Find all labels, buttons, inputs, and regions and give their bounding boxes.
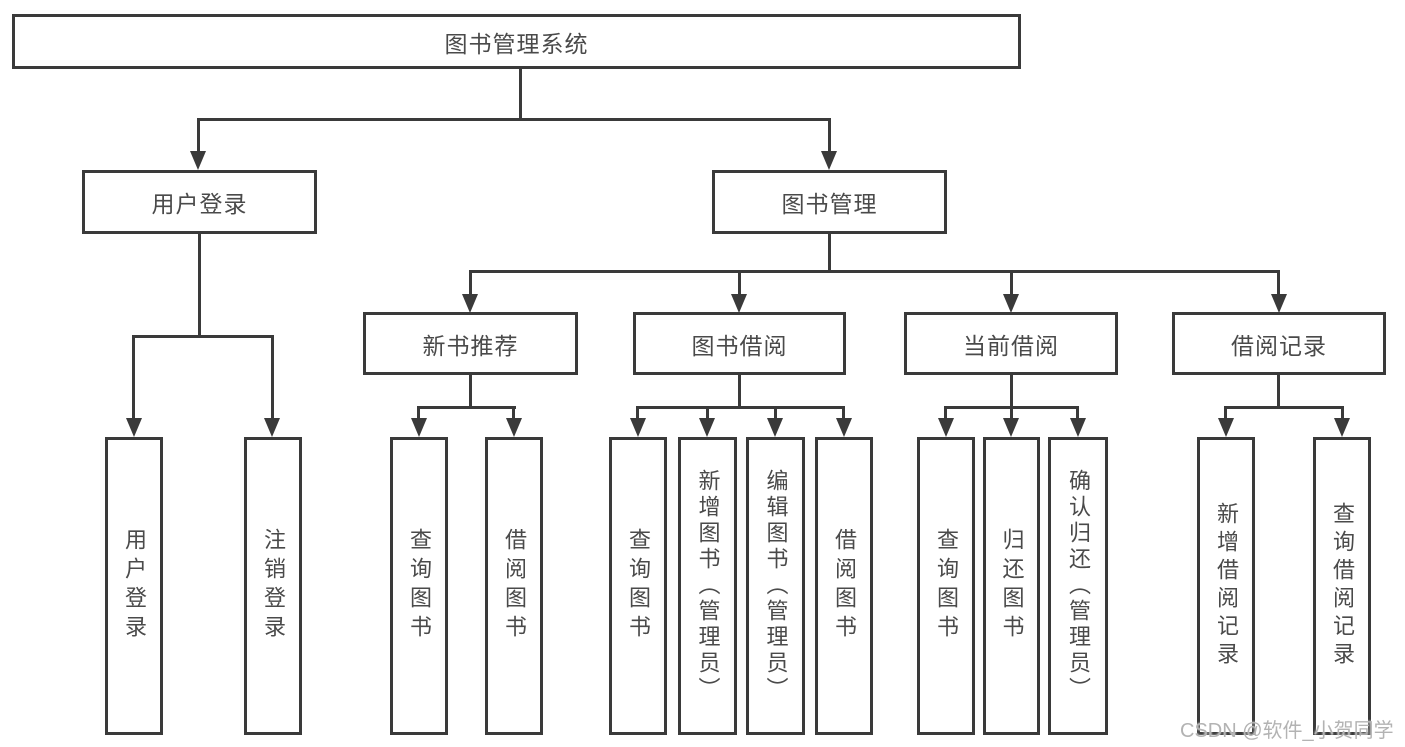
connector-book-borrow-stem (738, 375, 741, 408)
arrowhead-add-borrow-record-icon (1218, 418, 1234, 437)
connector-new-book-recommend-stem (469, 375, 472, 408)
arrowhead-user-login-leaf-icon (126, 418, 142, 437)
connector-user-login-branch (132, 335, 274, 338)
connector-arm-query-books-2 (636, 406, 639, 420)
leaf-borrow-books-2: 借阅图书 (815, 437, 873, 735)
connector-root-branch (197, 118, 831, 121)
connector-root-stem (519, 68, 522, 120)
connector-arm-current-borrow (1010, 270, 1013, 295)
leaf-return-book-label: 归还图书 (999, 528, 1025, 644)
arrowhead-add-book-admin-icon (699, 418, 715, 437)
leaf-borrow-books-1: 借阅图书 (485, 437, 543, 735)
leaf-borrow-books-2-label: 借阅图书 (832, 528, 857, 644)
leaf-query-books-3-label: 查询图书 (934, 528, 959, 644)
leaf-add-book-admin: 新增图书（管理员） (678, 437, 737, 735)
arrowhead-query-books-2-icon (630, 418, 646, 437)
connector-level3-branch (469, 270, 1280, 273)
arrowhead-current-borrow-icon (1003, 294, 1019, 313)
connector-arm-user-login (197, 118, 200, 152)
csdn-watermark: CSDN @软件_小贺同学 (1180, 720, 1394, 742)
leaf-query-books-2: 查询图书 (609, 437, 667, 735)
connector-arm-confirm-return (1076, 406, 1079, 420)
connector-arm-add-borrow-record (1224, 406, 1227, 420)
connector-arm-query-books-1 (417, 406, 420, 420)
node-current-borrow: 当前借阅 (904, 312, 1118, 375)
leaf-query-books-2-label: 查询图书 (626, 528, 651, 644)
leaf-user-login-label: 用户登录 (122, 528, 147, 644)
leaf-logout-label: 注销登录 (261, 528, 286, 644)
node-book-borrow: 图书借阅 (633, 312, 846, 375)
connector-arm-user-login-leaf (132, 335, 135, 419)
leaf-confirm-return-admin: 确认归还（管理员） (1048, 437, 1108, 735)
arrowhead-borrow-books-2-icon (836, 418, 852, 437)
connector-borrow-records-stem (1277, 375, 1280, 408)
leaf-add-borrow-record: 新增借阅记录 (1197, 437, 1255, 735)
connector-arm-book-management (828, 118, 831, 152)
arrowhead-borrow-records-icon (1271, 294, 1287, 313)
leaf-edit-book-admin-label: 编辑图书（管理员） (763, 469, 789, 703)
leaf-query-borrow-record: 查询借阅记录 (1313, 437, 1371, 735)
node-book-management: 图书管理 (712, 170, 947, 234)
leaf-query-books-1-label: 查询图书 (407, 528, 432, 644)
connector-borrow-records-branch (1224, 406, 1344, 409)
arrowhead-query-books-3-icon (938, 418, 954, 437)
arrowhead-return-book-icon (1003, 418, 1019, 437)
leaf-add-book-admin-label: 新增图书（管理员） (695, 469, 721, 703)
connector-user-login-stem (198, 233, 201, 337)
arrowhead-query-borrow-record-icon (1334, 418, 1350, 437)
connector-current-borrow-stem (1010, 375, 1013, 408)
arrowhead-confirm-return-icon (1070, 418, 1086, 437)
leaf-query-borrow-record-label: 查询借阅记录 (1330, 502, 1355, 670)
leaf-borrow-books-1-label: 借阅图书 (502, 528, 527, 644)
connector-arm-logout-leaf (271, 335, 274, 419)
leaf-edit-book-admin: 编辑图书（管理员） (746, 437, 805, 735)
arrowhead-user-login-icon (190, 151, 206, 170)
connector-arm-return-book (1010, 406, 1013, 420)
connector-new-book-recommend-branch (417, 406, 516, 409)
connector-arm-book-borrow (738, 270, 741, 295)
connector-arm-borrow-books-1 (512, 406, 515, 420)
connector-arm-query-books-3 (944, 406, 947, 420)
node-borrow-records: 借阅记录 (1172, 312, 1386, 375)
connector-arm-new-book-recommend (469, 270, 472, 295)
arrowhead-book-management-icon (821, 151, 837, 170)
connector-arm-borrow-records (1277, 270, 1280, 295)
connector-arm-edit-book-admin (774, 406, 777, 420)
connector-arm-add-book-admin (706, 406, 709, 420)
leaf-return-book: 归还图书 (983, 437, 1040, 735)
leaf-logout: 注销登录 (244, 437, 302, 735)
arrowhead-logout-leaf-icon (264, 418, 280, 437)
leaf-confirm-return-admin-label: 确认归还（管理员） (1066, 469, 1091, 703)
arrowhead-edit-book-admin-icon (767, 418, 783, 437)
node-user-login: 用户登录 (82, 170, 317, 234)
arrowhead-borrow-books-1-icon (506, 418, 522, 437)
leaf-user-login: 用户登录 (105, 437, 163, 735)
connector-arm-borrow-books-2 (842, 406, 845, 420)
node-new-book-recommend: 新书推荐 (363, 312, 578, 375)
leaf-query-books-1: 查询图书 (390, 437, 448, 735)
node-root-library-management-system: 图书管理系统 (12, 14, 1021, 69)
leaf-query-books-3: 查询图书 (917, 437, 975, 735)
arrowhead-new-book-recommend-icon (462, 294, 478, 313)
arrowhead-query-books-1-icon (411, 418, 427, 437)
connector-book-management-stem (828, 233, 831, 273)
arrowhead-book-borrow-icon (731, 294, 747, 313)
leaf-add-borrow-record-label: 新增借阅记录 (1214, 502, 1239, 670)
connector-book-borrow-branch (636, 406, 845, 409)
connector-arm-query-borrow-record (1341, 406, 1344, 420)
